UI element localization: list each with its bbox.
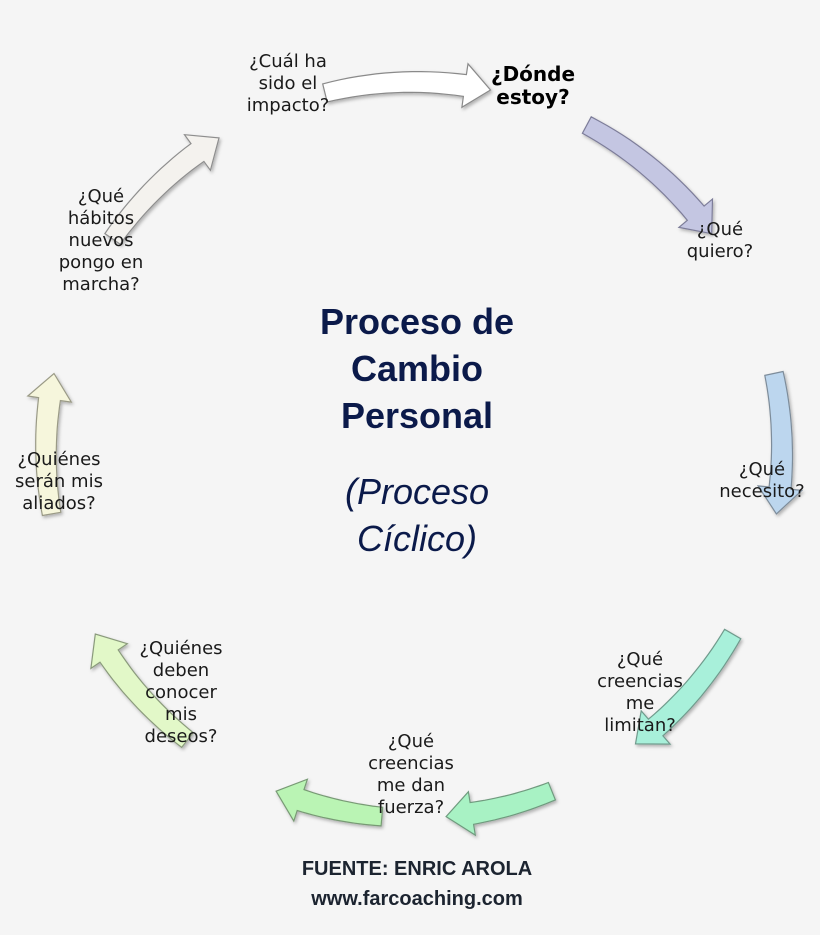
diagram-subtitle: (Proceso Cíclico) xyxy=(344,471,490,559)
step-quienes-aliados: ¿Quiénes serán mis aliados? xyxy=(15,449,103,514)
cycle-arrow-4 xyxy=(445,781,557,837)
step-quienes-deben-conocer: ¿Quiénes deben conocer mis deseos? xyxy=(139,638,223,747)
cycle-arrow-7 xyxy=(26,372,73,517)
cycle-arrow-8 xyxy=(104,133,220,246)
cycle-arrow-5 xyxy=(275,778,384,827)
step-creencias-limitan: ¿Qué creencias me limitan? xyxy=(597,649,683,736)
cycle-arrow-6 xyxy=(90,633,195,749)
step-habitos-nuevos: ¿Qué hábitos nuevos pongo en marcha? xyxy=(58,186,144,295)
step-cual-impacto: ¿Cuál ha sido el impacto? xyxy=(246,51,330,116)
diagram-title: Proceso de Cambio Personal xyxy=(319,301,515,436)
step-que-necesito: ¿Qué necesito? xyxy=(719,459,805,502)
cycle-arrow-3 xyxy=(634,628,742,745)
source-website: www.farcoaching.com xyxy=(311,888,523,910)
step-donde-estoy: ¿Dónde estoy? xyxy=(490,62,576,109)
cycle-arrow-1 xyxy=(581,115,714,235)
step-que-quiero: ¿Qué quiero? xyxy=(686,219,754,262)
source-credit: FUENTE: ENRIC AROLA xyxy=(301,858,533,880)
step-creencias-fuerza: ¿Qué creencias me dan fuerza? xyxy=(368,731,454,818)
cycle-arrow-2 xyxy=(756,370,804,515)
cycle-arrow-9 xyxy=(321,62,492,109)
